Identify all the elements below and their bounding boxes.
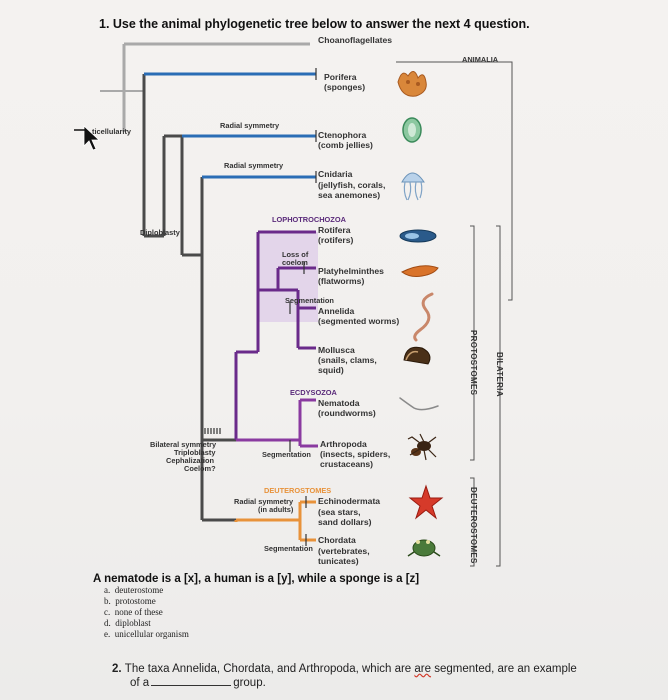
trait-loss-of-coelom-1: Loss of: [282, 250, 309, 259]
trait-radial-symmetry-adults-2: (in adults): [258, 505, 294, 514]
trait-radial-symmetry-2: Radial symmetry: [224, 161, 284, 170]
trait-segmentation-2: Segmentation: [262, 450, 311, 459]
taxon-arthropoda: Arthropoda: [320, 439, 367, 449]
option-c-letter: c.: [104, 607, 111, 617]
trait-segmentation-1: Segmentation: [285, 296, 334, 305]
taxon-echinodermata-common-1: (sea stars,: [318, 507, 361, 517]
question-2-text-c: of a: [130, 677, 150, 689]
group-ecdysozoa: ECDYSOZOA: [290, 388, 337, 397]
taxon-mollusca-common-1: (snails, clams,: [318, 355, 377, 365]
taxon-mollusca: Mollusca: [318, 345, 355, 355]
taxon-ctenophora: Ctenophora: [318, 130, 367, 140]
group-animalia: ANIMALIA: [462, 55, 499, 64]
option-b-letter: b.: [104, 596, 111, 606]
option-b[interactable]: b. protostome: [104, 596, 156, 606]
spelling-flag-are: are: [414, 663, 432, 675]
question-2-line-1: 2. The taxa Annelida, Chordata, and Arth…: [112, 663, 577, 675]
trait-diploblasty: Diploblasty: [140, 228, 180, 237]
question-1-title: 1. Use the animal phylogenetic tree belo…: [99, 17, 530, 31]
taxon-rotifera-common: (rotifers): [318, 235, 354, 245]
option-a[interactable]: a. deuterostome: [104, 585, 164, 595]
taxon-platyhelminthes: Platyhelminthes: [318, 266, 384, 276]
taxon-chordata-common-2: tunicates): [318, 556, 359, 566]
question-2-line-2: of a group.: [130, 677, 266, 689]
animalia-bracket: [396, 61, 513, 301]
question-2-blank[interactable]: [151, 685, 232, 686]
trait-radial-symmetry-adults-1: Radial symmetry: [234, 497, 294, 506]
option-e[interactable]: e. unicellular organism: [104, 629, 189, 639]
taxon-porifera: Porifera: [324, 72, 357, 82]
option-c[interactable]: c. none of these: [104, 607, 163, 617]
trait-cephalization: Cephalization: [166, 456, 215, 465]
deuterostomes-bracket: [470, 477, 475, 567]
taxon-choanoflagellates: Choanoflagellates: [318, 35, 393, 45]
group-lophotrochozoa: LOPHOTROCHOZOA: [272, 215, 346, 224]
option-a-letter: a.: [104, 585, 111, 595]
taxon-cnidaria-common-1: (jellyfish, corals,: [318, 180, 386, 190]
trait-radial-symmetry-1: Radial symmetry: [220, 121, 280, 130]
option-e-letter: e.: [104, 629, 111, 639]
taxon-nematoda: Nematoda: [318, 398, 360, 408]
taxon-platyhelminthes-common: (flatworms): [318, 276, 365, 286]
taxon-rotifera: Rotifera: [318, 225, 351, 235]
question-2-text-b: segmented, are an example: [431, 663, 577, 675]
taxon-nematoda-common: (roundworms): [318, 408, 376, 418]
taxon-ctenophora-common: (comb jellies): [318, 140, 373, 150]
comb-jelly-icon: [402, 117, 422, 143]
trait-loss-of-coelom-2: coelom: [282, 258, 308, 267]
trait-multicellularity: ticellularity: [92, 127, 132, 136]
trait-segmentation-3: Segmentation: [264, 544, 313, 553]
taxon-cnidaria: Cnidaria: [318, 169, 353, 179]
option-c-text: none of these: [114, 607, 163, 617]
question-1-prompt: A nematode is a [x], a human is a [y], w…: [93, 573, 420, 585]
jellyfish-icon: [401, 172, 425, 201]
taxon-chordata: Chordata: [318, 535, 356, 545]
segmented-worm-icon: [413, 292, 434, 342]
taxon-cnidaria-common-2: sea anemones): [318, 190, 381, 200]
taxon-echinodermata: Echinodermata: [318, 496, 381, 506]
trait-coelom: Coelom?: [184, 464, 216, 473]
roundworm-icon: [399, 397, 439, 411]
sea-star-icon: [408, 484, 444, 520]
taxon-echinodermata-common-2: sand dollars): [318, 517, 372, 527]
option-d[interactable]: d. diploblast: [104, 618, 151, 628]
taxon-annelida: Annelida: [318, 306, 355, 316]
mouse-cursor-icon: [74, 125, 101, 151]
question-2-text-a: The taxa Annelida, Chordata, and Arthrop…: [124, 663, 415, 675]
option-e-text: unicellular organism: [114, 629, 189, 639]
option-d-letter: d.: [104, 618, 111, 628]
option-d-text: diploblast: [115, 618, 151, 628]
frog-icon: [407, 539, 441, 557]
bilateria-bracket: [496, 225, 501, 567]
rotifer-icon: [399, 229, 437, 243]
flatworm-icon: [401, 265, 439, 277]
taxon-porifera-common: (sponges): [324, 82, 366, 92]
taxon-arthropoda-common-1: (insects, spiders,: [320, 449, 391, 459]
taxon-chordata-common-1: (vertebrates,: [318, 546, 370, 556]
question-2-number: 2.: [112, 663, 122, 675]
option-b-text: protostome: [115, 596, 156, 606]
taxon-annelida-common: (segmented worms): [318, 316, 400, 326]
trait-ticks: [204, 68, 317, 546]
question-2-text-d: group.: [233, 677, 266, 689]
spider-icon: [407, 433, 437, 461]
taxon-mollusca-common-2: squid): [318, 365, 344, 375]
trait-triploblasty: Triploblasty: [174, 448, 216, 457]
sponge-icon: [397, 71, 427, 97]
option-a-text: deuterostome: [114, 585, 164, 595]
protostomes-bracket: [470, 225, 475, 461]
group-deuterostomes-label: DEUTEROSTOMES: [264, 486, 332, 495]
trait-bilateral-symmetry: Bilateral symmetry: [150, 440, 217, 449]
snail-icon: [403, 346, 431, 365]
taxon-arthropoda-common-2: crustaceans): [320, 459, 374, 469]
